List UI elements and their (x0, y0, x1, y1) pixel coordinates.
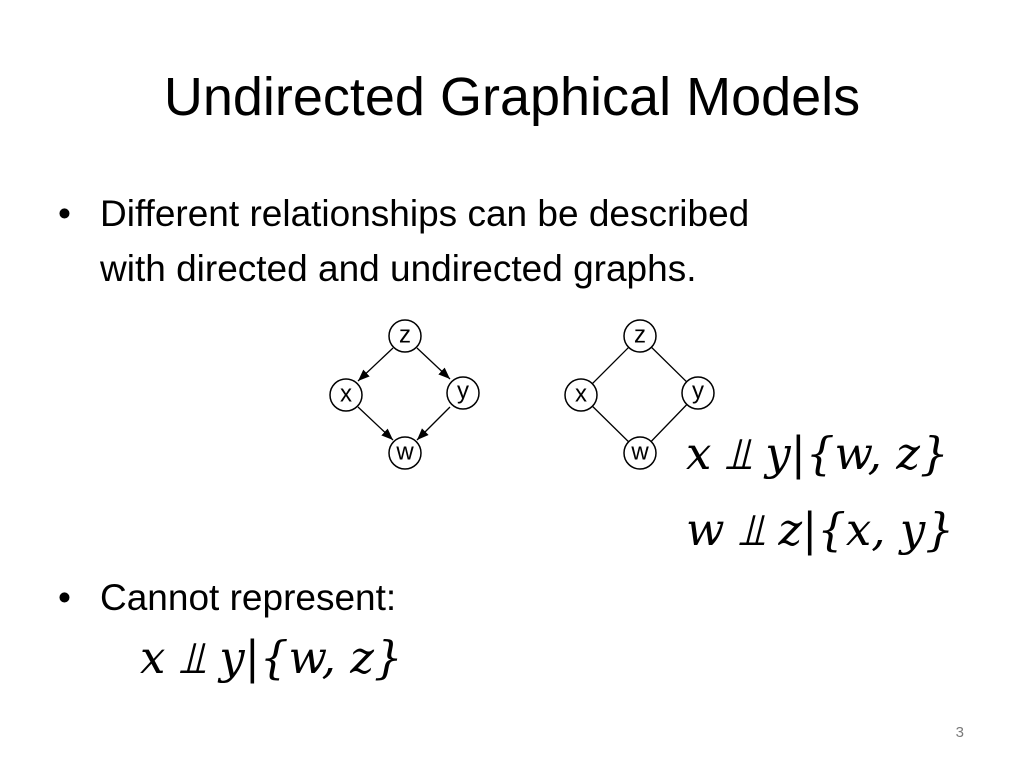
bullet-1-line-1: Different relationships can be described (100, 193, 750, 234)
edge-z-y (416, 347, 451, 380)
node-y: y (681, 376, 715, 410)
node-x-label: x (340, 381, 352, 408)
node-w-label: w (630, 439, 649, 466)
equation-w-indep-z-given-xy: w ⫫ z|{x, y} (686, 503, 954, 556)
node-x: x (329, 378, 363, 412)
node-w-label: w (395, 439, 414, 466)
node-z-label: z (399, 322, 411, 349)
edge-x-w (357, 406, 394, 441)
node-z: z (623, 319, 657, 353)
node-x-label: x (575, 381, 587, 408)
edge-y-w (416, 406, 451, 441)
equation-x-indep-y-given-wz: x ⫫ y|{w, z} (686, 427, 949, 480)
undirected-graph: z x y w (564, 319, 715, 470)
node-y: y (446, 376, 480, 410)
equation-cannot-represent: x ⫫ y|{w, z} (140, 631, 403, 684)
page-number: 3 (955, 724, 964, 741)
bullet-marker: • (58, 577, 71, 618)
node-y-label: y (457, 378, 469, 405)
node-z-label: z (634, 322, 646, 349)
bullet-marker: • (58, 193, 71, 234)
node-w: w (388, 436, 422, 470)
node-y-label: y (692, 378, 704, 405)
slide-title: Undirected Graphical Models (163, 67, 861, 127)
bullet-2-line-1: Cannot represent: (100, 577, 397, 618)
directed-graph: z x y w (329, 319, 480, 470)
node-w: w (623, 436, 657, 470)
node-x: x (564, 378, 598, 412)
edge-z-x (357, 347, 394, 382)
bullet-1-line-2: with directed and undirected graphs. (100, 248, 697, 289)
node-z: z (388, 319, 422, 353)
